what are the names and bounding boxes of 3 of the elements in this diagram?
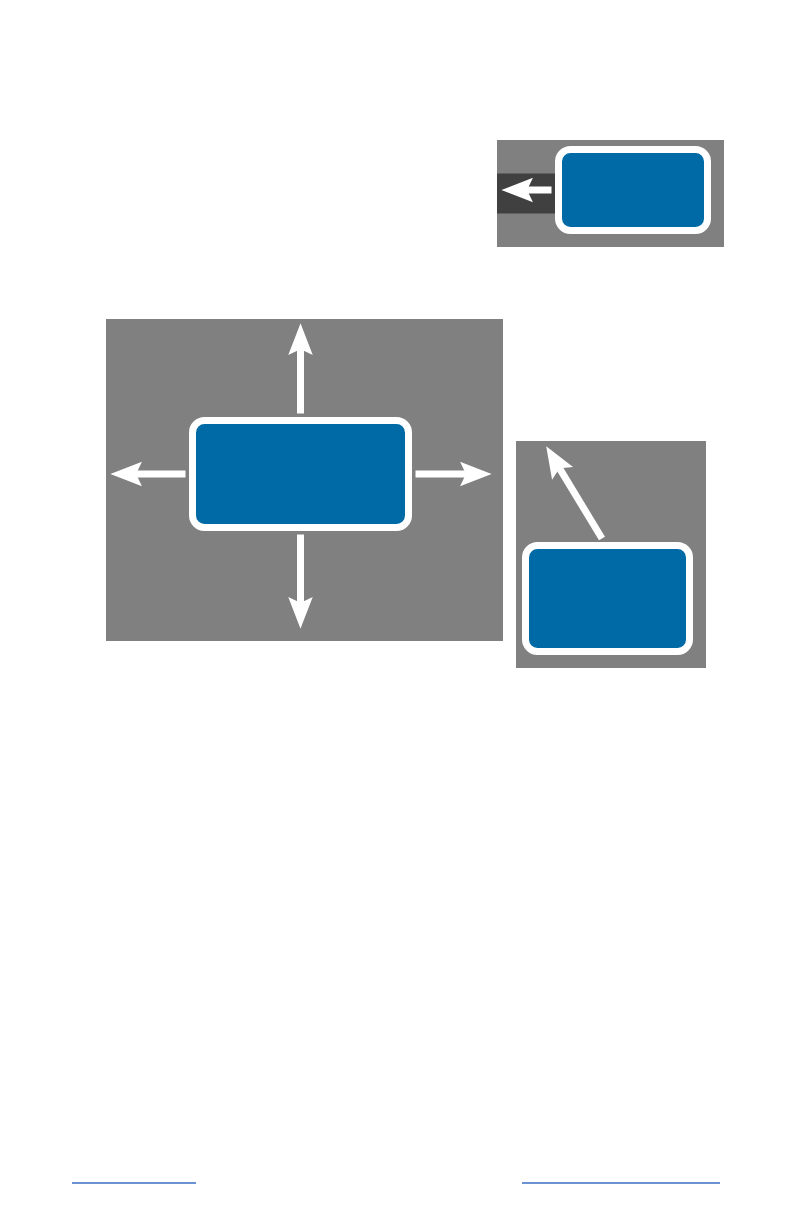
rounded-box — [522, 542, 693, 655]
rounded-box — [189, 417, 412, 531]
rounded-box — [555, 146, 711, 234]
